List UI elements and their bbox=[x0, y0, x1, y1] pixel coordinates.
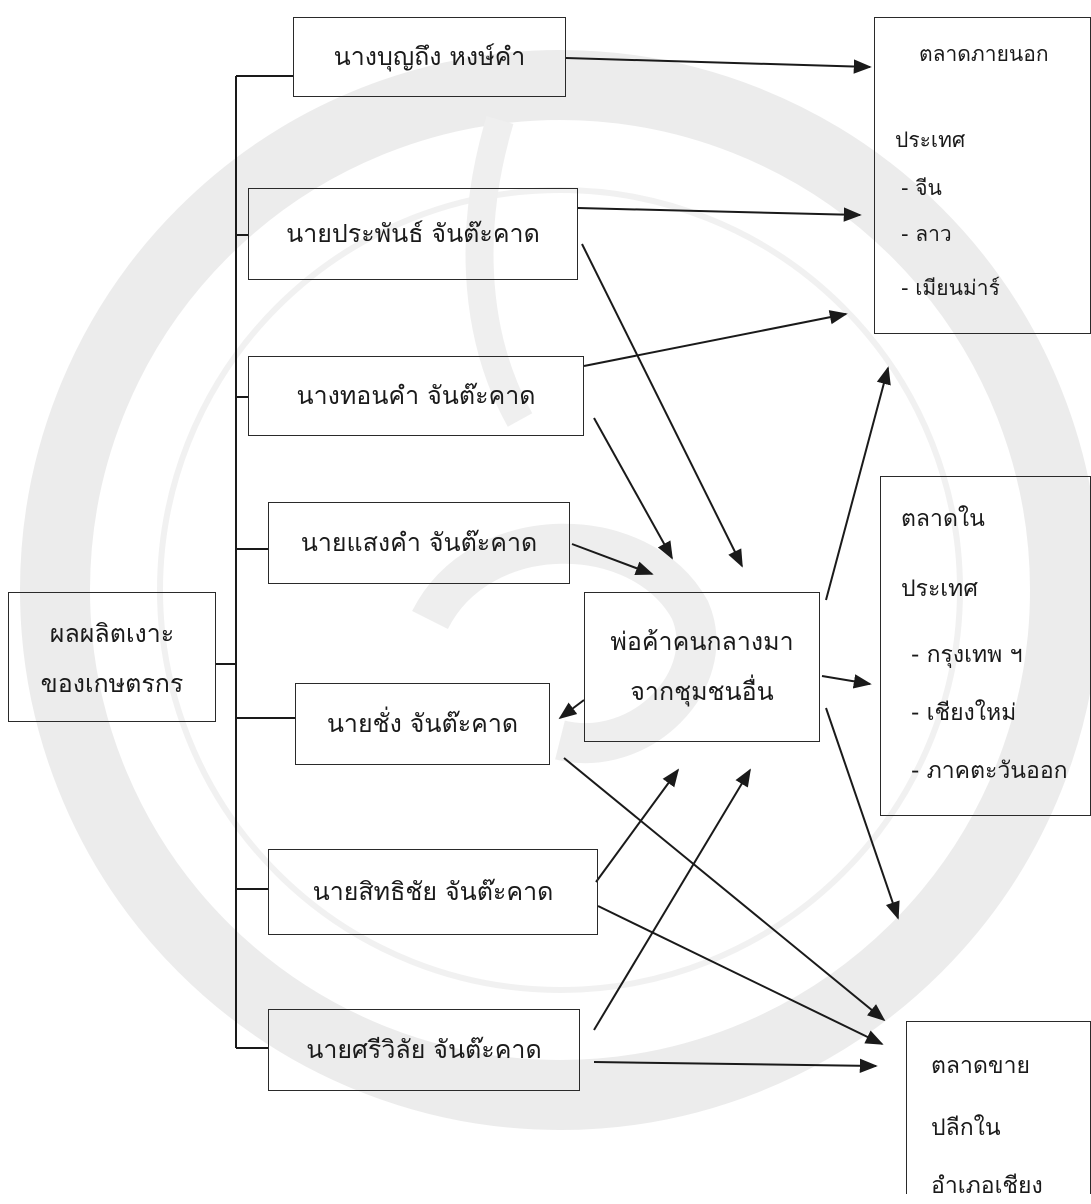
farmer-box: นางบุญถึง หงษ์คำ bbox=[293, 17, 566, 97]
farmer-box: นายสิทธิชัย จันต๊ะคาด bbox=[268, 849, 598, 935]
market-title: ปลีกใน bbox=[931, 1115, 1001, 1141]
farmer-name: นายศรีวิลัย จันต๊ะคาด bbox=[306, 1035, 542, 1064]
middleman-line: พ่อค้าคนกลางมา bbox=[610, 627, 794, 656]
middleman-box: พ่อค้าคนกลางมา จากชุมชนอื่น bbox=[584, 592, 820, 742]
arrow-farmer5-to-retail bbox=[563, 757, 886, 1022]
arrow-farmer2-to-middleman bbox=[581, 243, 743, 568]
farmer-name: นางทอนคำ จันต๊ะคาด bbox=[296, 381, 536, 410]
arrow-farmer7-to-retail bbox=[593, 1058, 878, 1073]
market-item: - เชียงใหม่ bbox=[911, 700, 1017, 726]
farmer-name: นางบุญถึง หงษ์คำ bbox=[333, 42, 526, 71]
arrow-farmer3-to-middleman bbox=[593, 417, 673, 560]
arrow-farmer6-to-middleman bbox=[595, 768, 680, 883]
retail-market-box: ตลาดขาย ปลีกใน อำเภอเชียง bbox=[906, 1021, 1091, 1199]
arrow-farmer3-to-foreign bbox=[583, 310, 848, 367]
farmer-box: นางทอนคำ จันต๊ะคาด bbox=[248, 356, 584, 436]
middleman-line: จากชุมชนอื่น bbox=[630, 677, 774, 706]
domestic-market-box: ตลาดใน ประเทศ - กรุงเทพ ฯ - เชียงใหม่ - … bbox=[880, 476, 1091, 816]
market-title: ประเทศ bbox=[901, 576, 978, 602]
farmer-name: นายแสงคำ จันต๊ะคาด bbox=[300, 528, 538, 557]
farmer-name: นายประพันธ์ จันต๊ะคาด bbox=[286, 219, 540, 248]
arrow-middleman-to-retail bbox=[825, 707, 900, 920]
market-item: - ภาคตะวันออก bbox=[911, 758, 1068, 784]
farmer-name: นายชั่ง จันต๊ะคาด bbox=[326, 709, 519, 738]
arrow-middleman-to-domestic bbox=[821, 674, 872, 689]
farmer-box: นายแสงคำ จันต๊ะคาด bbox=[268, 502, 570, 584]
arrow-farmer7-to-middleman bbox=[593, 768, 751, 1031]
farmer-name: นายสิทธิชัย จันต๊ะคาด bbox=[312, 877, 554, 906]
market-title: ตลาดขาย bbox=[931, 1053, 1030, 1079]
arrow-farmer2-to-foreign bbox=[577, 207, 862, 222]
market-item: - ลาว bbox=[901, 222, 952, 246]
source-line: ผลผลิตเงาะ bbox=[49, 619, 175, 648]
market-item: - กรุงเทพ ฯ bbox=[911, 642, 1023, 668]
market-title: ตลาดภายนอก bbox=[919, 42, 1049, 66]
arrow-farmer6-to-retail bbox=[597, 905, 884, 1045]
market-title: ตลาดใน bbox=[901, 506, 985, 532]
market-title: อำเภอเชียง bbox=[931, 1173, 1043, 1199]
arrow-middleman-to-farmer5 bbox=[558, 699, 585, 720]
farmer-box: นายศรีวิลัย จันต๊ะคาด bbox=[268, 1009, 580, 1091]
market-item: - จีน bbox=[901, 176, 942, 200]
source-line: ของเกษตรกร bbox=[40, 669, 184, 698]
market-title: ประเทศ bbox=[895, 128, 966, 152]
arrow-farmer1-to-foreign bbox=[565, 57, 872, 74]
farmer-box: นายประพันธ์ จันต๊ะคาด bbox=[248, 188, 578, 280]
source-box: ผลผลิตเงาะ ของเกษตรกร bbox=[8, 592, 216, 722]
market-item: - เมียนม่าร์ bbox=[901, 276, 1000, 300]
farmer-box: นายชั่ง จันต๊ะคาด bbox=[295, 683, 550, 765]
arrow-middleman-to-foreign bbox=[825, 366, 891, 601]
arrow-farmer4-to-middleman bbox=[571, 543, 654, 576]
foreign-market-box: ตลาดภายนอก ประเทศ - จีน - ลาว - เมียนม่า… bbox=[874, 17, 1091, 334]
